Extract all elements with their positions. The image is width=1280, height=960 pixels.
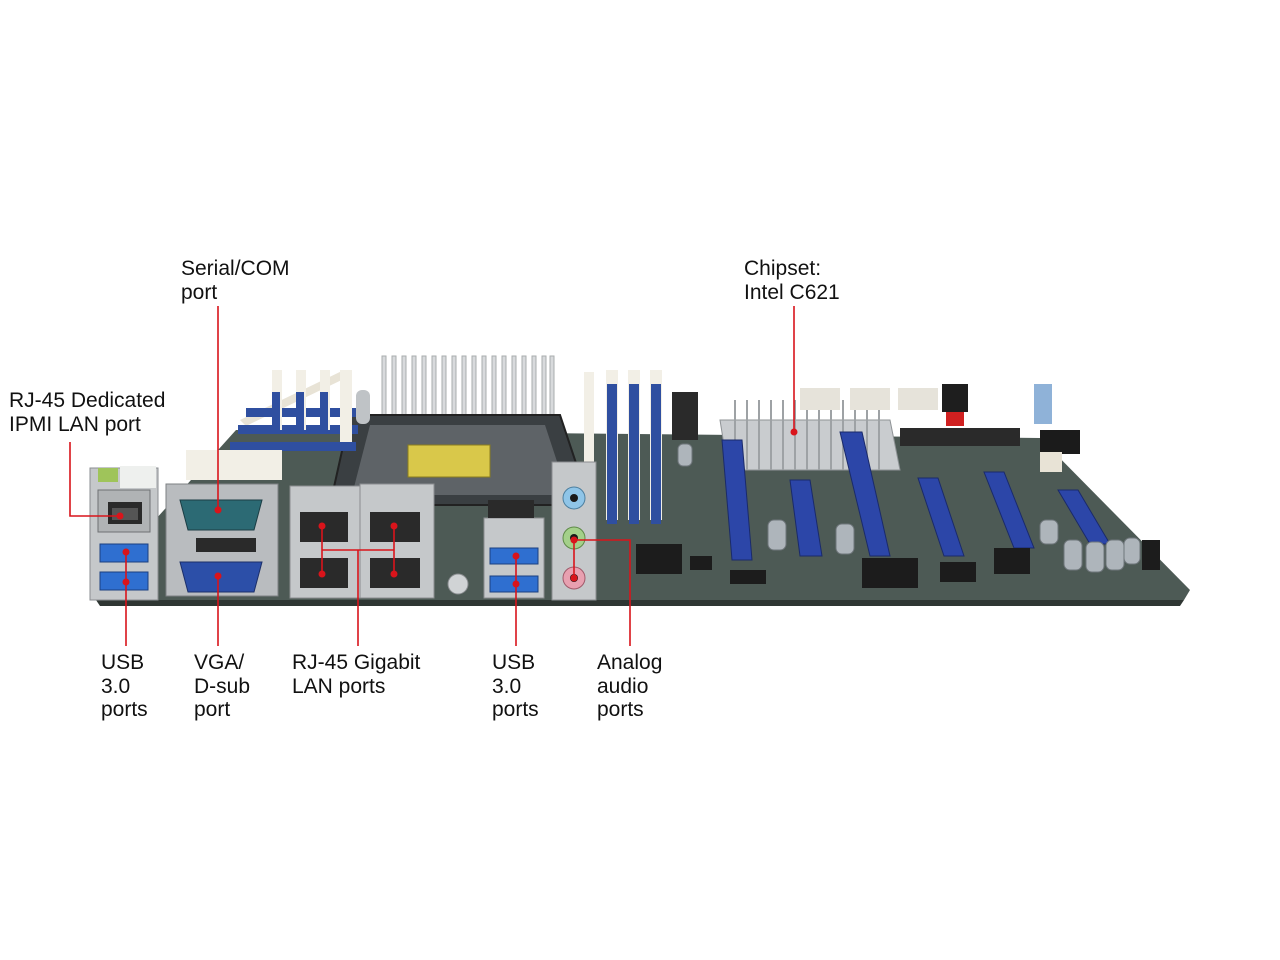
audio-jacks [551,461,597,601]
pcie-slots [721,431,1111,561]
chips [636,540,1160,588]
callout-audio: Analog audio ports [597,651,663,721]
dimm-slots-right [584,370,662,524]
callout-usb-left: USB 3.0 ports [101,651,148,721]
callout-dots [116,428,798,588]
callout-usb-mid: USB 3.0 ports [492,651,539,721]
cpu-heatsink-fins [381,355,555,423]
callout-chipset: Chipset: Intel C621 [744,257,840,304]
cpu-socket [328,390,592,506]
callout-gigabit-lan: RJ-45 Gigabit LAN ports [292,651,421,698]
capacitors [677,443,1141,573]
post-button [447,573,469,595]
gigabit-lan-block [289,483,435,599]
dimm-slots-left [230,370,358,451]
chipset-heatsink [719,400,901,471]
callout-lines [69,306,795,646]
top-right-connectors [672,384,1080,472]
callout-serial-com: Serial/COM port [181,257,290,304]
serial-vga-stack [165,450,282,597]
callout-vga: VGA/ D-sub port [194,651,251,721]
ipmi-lan-usb-stack [89,466,159,601]
callout-ipmi-lan: RJ-45 Dedicated IPMI LAN port [9,389,166,436]
